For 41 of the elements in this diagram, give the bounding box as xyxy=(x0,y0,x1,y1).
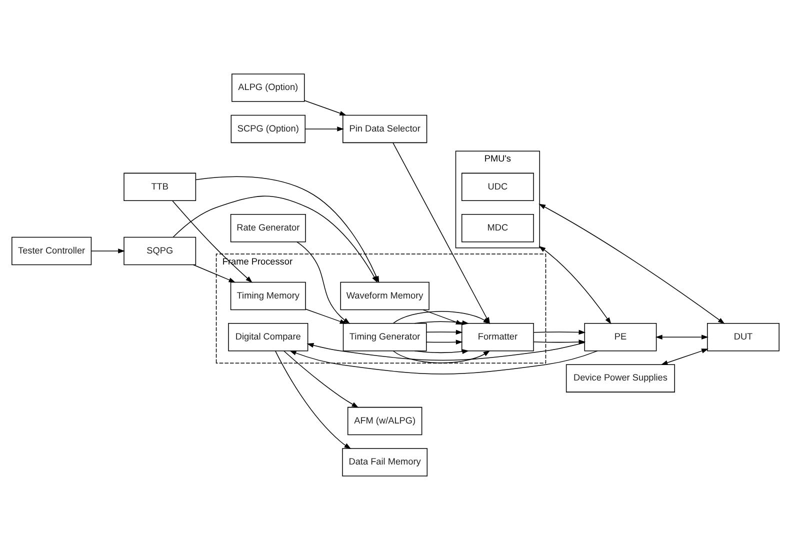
arrow xyxy=(91,248,125,254)
node-box: Tester Controller xyxy=(12,236,92,266)
node-box: DUT xyxy=(707,323,780,352)
arrow xyxy=(660,348,708,365)
arrow xyxy=(296,242,350,324)
node-box: Rate Generator xyxy=(230,214,306,242)
arrow xyxy=(655,334,708,340)
arrow xyxy=(426,330,463,335)
arrow xyxy=(172,200,252,283)
node-box: SCPG (Option) xyxy=(230,114,306,144)
arrow xyxy=(426,340,463,345)
node-box: MDC xyxy=(461,214,534,242)
node-box: UDC xyxy=(461,172,534,202)
node-box: Device Power Supplies xyxy=(566,364,675,392)
arrow xyxy=(275,350,352,450)
arrow xyxy=(304,126,344,132)
node-box: PE xyxy=(584,323,657,352)
node-box: Formatter xyxy=(461,323,534,352)
arrow xyxy=(422,309,463,325)
arrow xyxy=(284,350,359,408)
arrow xyxy=(414,320,470,326)
arrow xyxy=(414,349,470,354)
node-box: Data Fail Memory xyxy=(342,448,428,476)
node-box: TTB xyxy=(124,172,196,202)
arrow xyxy=(392,350,490,364)
node-box: Timing Memory xyxy=(230,282,306,310)
arrow xyxy=(538,204,725,324)
arrow xyxy=(289,350,598,374)
node-box: Timing Generator xyxy=(342,323,427,352)
node-box: ALPG (Option) xyxy=(232,74,305,102)
arrow xyxy=(304,100,347,116)
node-box: Pin Data Selector xyxy=(342,114,428,144)
node-box: Digital Compare xyxy=(228,323,308,352)
arrow xyxy=(533,330,586,335)
arrow xyxy=(192,264,236,283)
node-box: SQPG xyxy=(124,236,196,266)
arrow xyxy=(538,246,612,324)
arrow xyxy=(305,308,347,324)
node-box: AFM (w/ALPG) xyxy=(347,406,422,436)
node-box: Waveform Memory xyxy=(340,282,430,310)
arrow xyxy=(306,342,585,361)
